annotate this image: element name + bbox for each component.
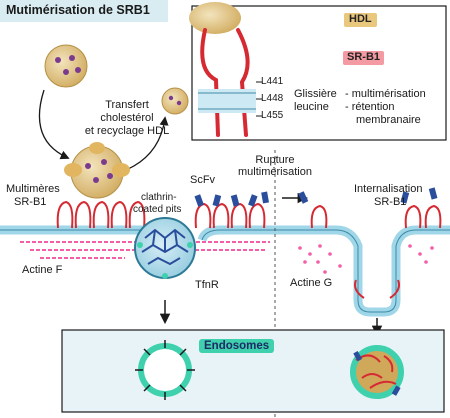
clathrin-label-line2: coated pits <box>133 204 182 215</box>
multimers-label-line1: Multimères <box>6 183 60 195</box>
zipper-label-line1: Glissière <box>294 88 337 100</box>
rupture-label-line2: multimérisation <box>238 165 312 178</box>
clathrin-coated-pit <box>134 217 196 279</box>
transfer-label-line1: Transfert <box>105 99 149 111</box>
scfv-label: ScFv <box>190 174 216 186</box>
transfer-label-line3: et recyclage HDL <box>84 125 170 137</box>
hdl-particle-bound <box>64 142 130 199</box>
arrow-down-to-multimer <box>38 89 70 160</box>
actin-f-label: Actine F <box>22 264 63 276</box>
residue-label-l455: L455 <box>261 110 284 121</box>
hdl-particle-top <box>44 44 88 88</box>
endosome-left <box>135 340 195 400</box>
legend-hdl-label: HDL <box>344 13 377 27</box>
endosomes-label: Endosomes <box>199 339 275 354</box>
scfv-right <box>298 187 438 204</box>
legend-hdl-particle <box>189 2 241 34</box>
actin-f-filaments <box>20 241 270 259</box>
endosome-right <box>350 345 404 399</box>
actin-g-label: Actine G <box>290 277 333 289</box>
title-bar <box>0 0 168 22</box>
rupture-label: Rupture multimérisation <box>238 154 312 178</box>
internalisation-label-line1: Internalisation <box>354 183 423 195</box>
arrow-up-recycle <box>125 116 169 171</box>
legend-srb1-receptor <box>200 28 250 137</box>
actin-g-monomers <box>298 244 434 274</box>
legend-srb1-label: SR-B1 <box>343 51 385 65</box>
srb1-receptors-left <box>56 200 146 229</box>
zipper-label-line2: leucine <box>294 101 329 113</box>
srb1-receptors-right <box>310 204 442 299</box>
rupture-label-line1: Rupture <box>255 154 295 166</box>
clathrin-label-line1: clathrin- <box>141 192 177 203</box>
hdl-particle-right <box>161 87 189 115</box>
residue-label-l448: L448 <box>261 93 284 104</box>
residue-label-l441: L441 <box>261 76 284 87</box>
scfv-antibodies <box>194 191 269 229</box>
function-label-line3: membranaire <box>356 114 421 126</box>
function-label-line2: - rétention <box>345 101 395 113</box>
function-label-line1: - multimérisation <box>345 88 426 100</box>
plasma-membrane <box>0 225 450 317</box>
transfer-label-line2: cholestérol <box>100 112 154 124</box>
tfnr-label: TfnR <box>195 279 219 291</box>
internalisation-label-line2: SR-B1 <box>374 196 407 208</box>
multimers-label-line2: SR-B1 <box>14 196 47 208</box>
diagram-title: Mutimérisation de SRB1 <box>6 3 150 17</box>
